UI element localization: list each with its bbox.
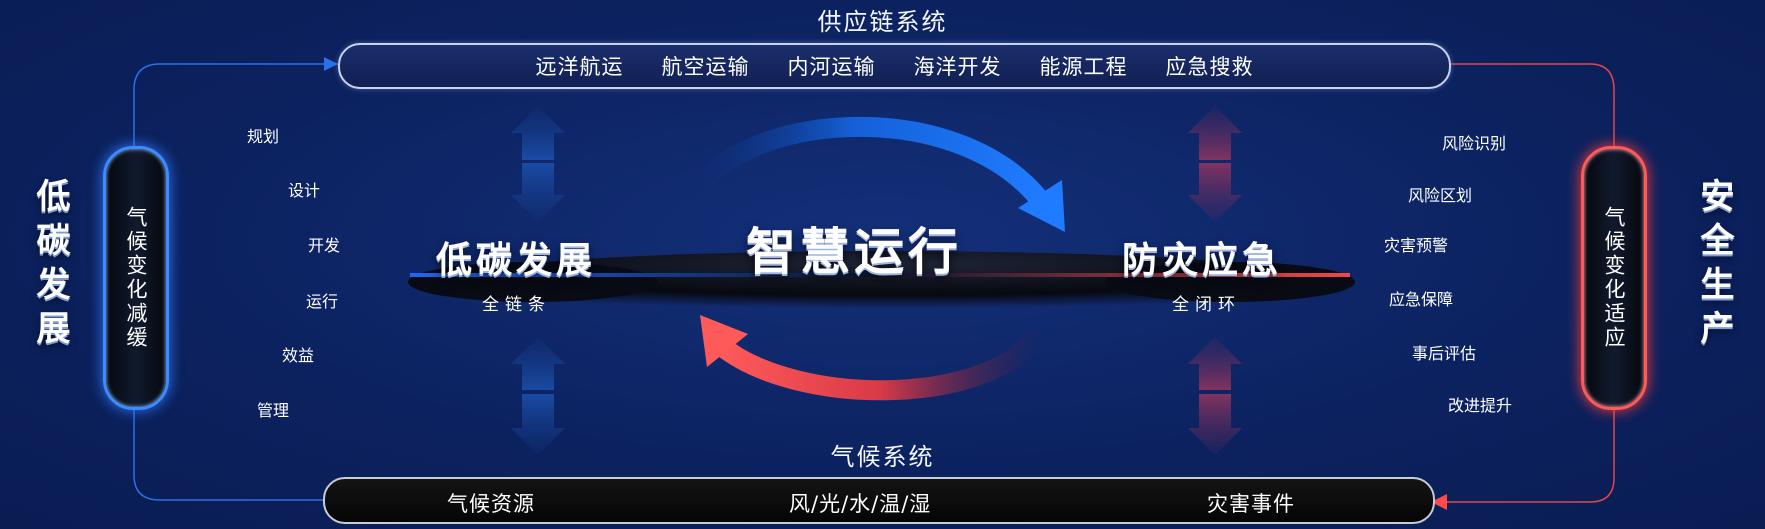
supply-chain-bar: 远洋航运 航空运输 内河运输 海洋开发 能源工程 应急搜救: [338, 43, 1451, 89]
full-chain-label: 全链条: [482, 295, 551, 315]
left-loop-line-bottom: [133, 404, 323, 501]
top-bar-arrowhead: [324, 57, 338, 71]
low-carbon-center-title: 低碳发展: [436, 240, 597, 281]
right-step: 事后评估: [1412, 344, 1477, 363]
climate-bar: 气候资源 风/光/水/温/湿 灾害事件: [323, 477, 1435, 524]
climate-item: 灾害事件: [1207, 492, 1295, 516]
mitigation-capsule: 气候变化减缓: [103, 146, 169, 410]
blue-cycle-arrowhead: [1018, 180, 1065, 232]
left-step: 运行: [306, 292, 339, 311]
climate-item: 气候资源: [447, 492, 535, 516]
full-loop-label: 全闭环: [1172, 295, 1241, 315]
left-step: 设计: [288, 181, 321, 200]
mitigation-label: 气候变化减缓: [124, 206, 148, 350]
center-plate-dark: [431, 251, 1341, 315]
supply-item: 能源工程: [1039, 55, 1128, 79]
right-step: 风险识别: [1442, 134, 1507, 153]
supply-item: 远洋航运: [535, 55, 624, 79]
bottom-bar-arrowhead: [1431, 494, 1447, 510]
adaptation-capsule: 气候变化适应: [1581, 146, 1647, 410]
right-loop-line: [1447, 63, 1615, 146]
right-vertical-arrows: [1188, 106, 1242, 455]
right-side-title: 安全生产: [1694, 178, 1734, 354]
disaster-prevention-center-title: 防灾应急: [1122, 240, 1283, 281]
climate-item: 风/光/水/温/湿: [789, 492, 932, 516]
supply-item: 内河运输: [787, 55, 876, 79]
red-cycle-arrowhead: [700, 315, 748, 367]
right-step: 应急保障: [1389, 290, 1454, 309]
smart-operation-title: 智慧运行: [746, 223, 962, 281]
left-step: 开发: [308, 236, 341, 255]
supply-item: 应急搜救: [1165, 55, 1254, 79]
right-step: 改进提升: [1448, 396, 1513, 415]
left-plate-dark: [408, 262, 658, 302]
left-step: 效益: [282, 346, 315, 365]
supply-item: 海洋开发: [913, 55, 1002, 79]
left-step: 规划: [247, 127, 280, 146]
left-step: 管理: [257, 401, 290, 420]
blue-cycle-arrow: [692, 116, 1048, 207]
left-loop-line: [133, 63, 338, 146]
center-plate-glow-line: [410, 273, 1350, 277]
supply-chain-title: 供应链系统: [817, 8, 948, 36]
left-vertical-arrows: [511, 106, 565, 455]
right-plate-dark: [1105, 262, 1355, 302]
right-loop-line-bottom: [1431, 404, 1615, 503]
right-step: 灾害预警: [1384, 236, 1449, 255]
red-cycle-arrow: [713, 324, 1049, 401]
climate-title: 气候系统: [830, 443, 935, 471]
supply-item: 航空运输: [661, 55, 750, 79]
adaptation-label: 气候变化适应: [1602, 206, 1626, 350]
left-side-title: 低碳发展: [30, 178, 70, 354]
right-step: 风险区划: [1408, 186, 1473, 205]
